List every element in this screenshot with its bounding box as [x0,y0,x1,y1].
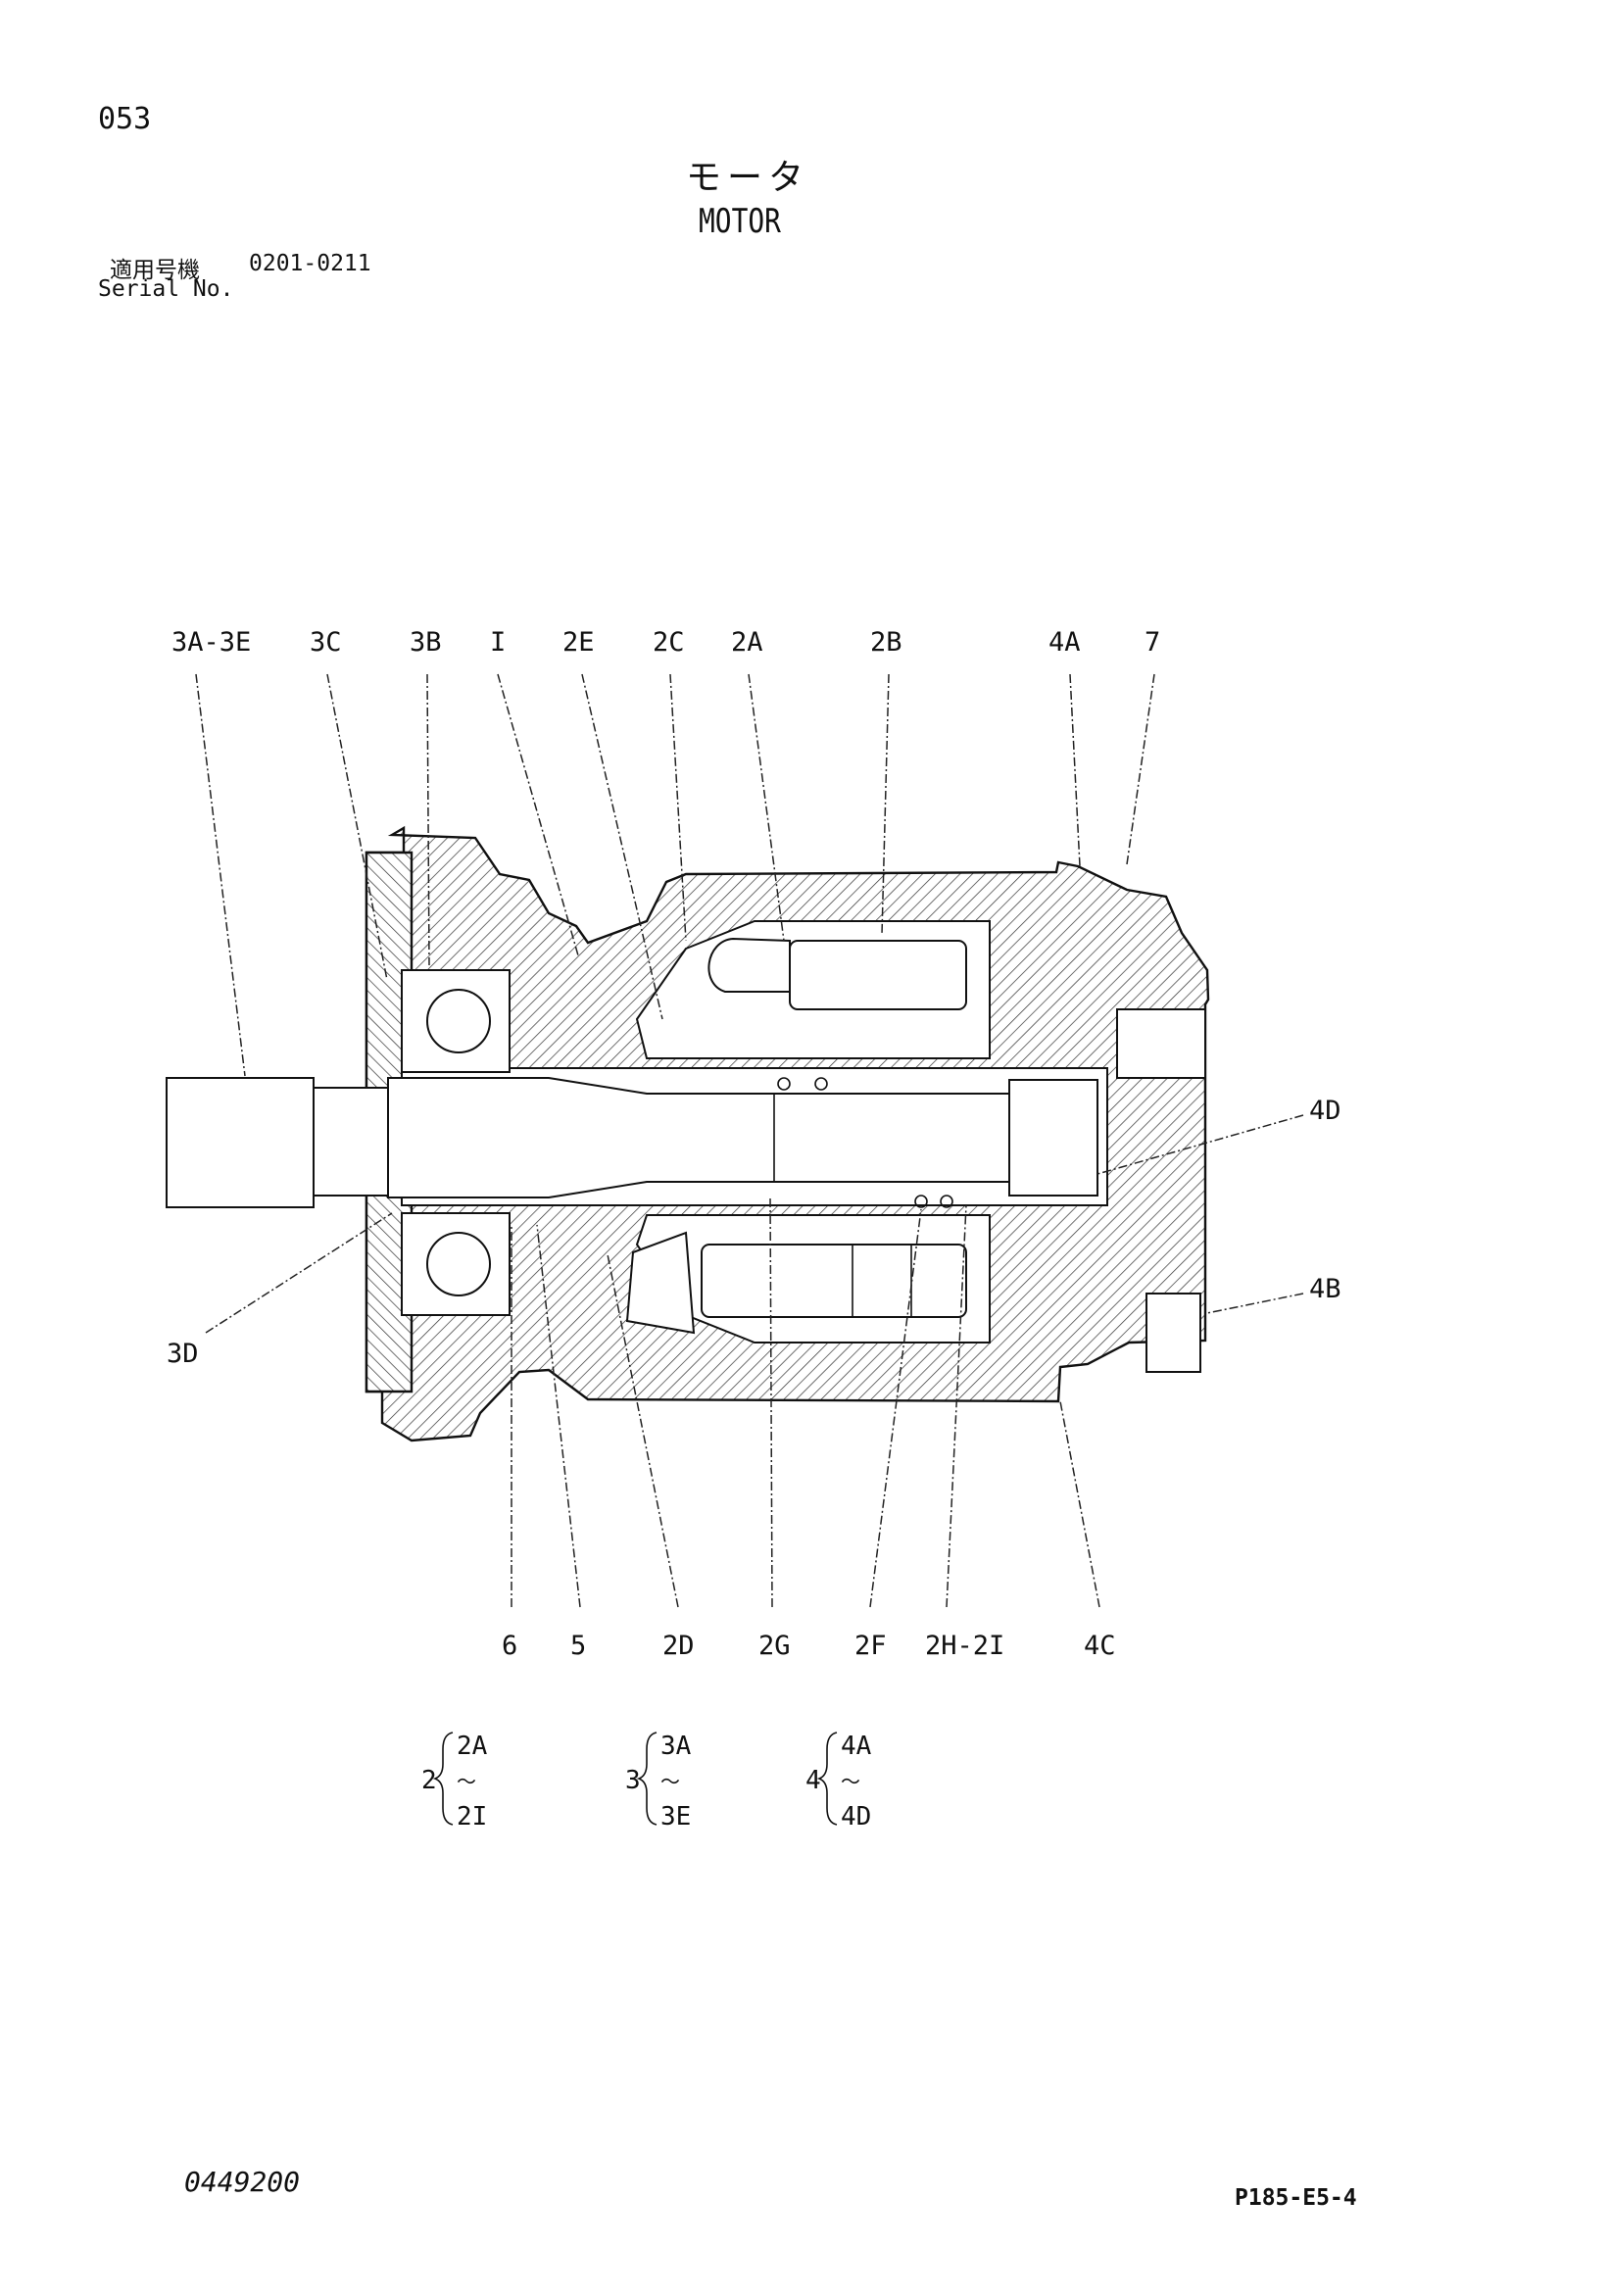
group-last: 2I [457,1802,487,1832]
group-tilde: 〜 [660,1770,680,1793]
document-code: 0449200 [184,2166,301,2198]
callout-label: 4B [1309,1274,1341,1304]
group-first: 4A [841,1732,872,1761]
serial-label-english: Serial No. [98,276,234,302]
callout-label: 3B [410,627,442,658]
group-tilde: 〜 [841,1770,860,1793]
group-3: 3 3A 〜 3E [625,1732,692,1832]
callout-label: 3D [167,1339,199,1369]
callout-label: 5 [570,1631,586,1661]
callout-label: 2F [854,1631,887,1661]
title-english: MOTOR [699,202,781,241]
callout-label: 3A-3E [171,627,251,658]
group-number: 3 [625,1766,641,1795]
callout-label: 4A [1048,627,1081,658]
group-last: 4D [841,1802,871,1832]
group-first: 3A [660,1732,692,1761]
callout-label: 2C [653,627,685,658]
callout-label: 2E [562,627,595,658]
pistons [625,937,967,1335]
page-number: 053 [98,102,152,136]
group-last: 3E [660,1802,691,1832]
callout-label: 3C [310,627,342,658]
output-shaft [166,1077,1098,1208]
callout-label: 2D [662,1631,695,1661]
callout-label: I [490,627,506,658]
callout-label: 6 [502,1631,517,1661]
callout-label: 2B [870,627,902,658]
part-group-legend: 2 2A 〜 2I 3 3A 〜 3E 4 4A 〜 4D [421,1732,872,1832]
callout-label: 4C [1084,1631,1116,1661]
bearing-assembly [401,969,511,1316]
serial-label-japanese: 適用号機 [110,258,200,283]
group-4: 4 4A 〜 4D [805,1732,872,1832]
sheet-code: P185-E5-4 [1235,2185,1357,2211]
title-japanese: モータ [686,158,810,198]
callout-label: 2A [731,627,763,658]
group-number: 2 [421,1766,437,1795]
callout-label: 2G [758,1631,791,1661]
serial-range: 0201-0211 [249,251,371,276]
callout-label: 4D [1309,1096,1341,1126]
group-first: 2A [457,1732,488,1761]
leader-lines [195,673,1304,1608]
callout-label: 7 [1145,627,1160,658]
group-number: 4 [805,1766,821,1795]
group-tilde: 〜 [457,1770,476,1793]
callout-labels: 3A-3E 3C 3B I 2E 2C 2A 2B 4A 7 6 5 2D 2G… [167,627,1341,1661]
group-2: 2 2A 〜 2I [421,1732,488,1832]
callout-label: 2H-2I [925,1631,1004,1661]
